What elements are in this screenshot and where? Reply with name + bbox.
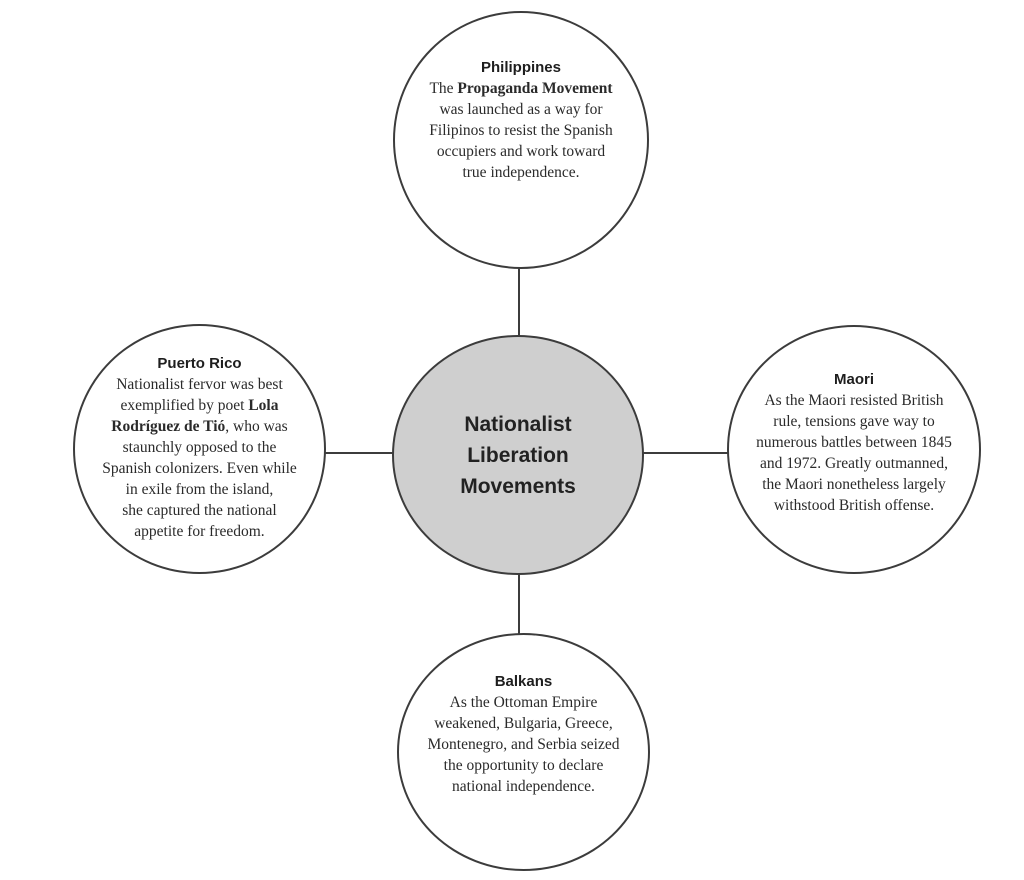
body-line: Spanish colonizers. Even while (102, 459, 297, 477)
node-philippines: Philippines The Propaganda Movement was l… (393, 11, 649, 269)
body-line: in exile from the island, (125, 480, 274, 498)
body-line: exemplified by poet Lola (120, 396, 279, 414)
body-line: appetite for freedom. (134, 522, 265, 540)
node-title: Balkans (494, 673, 553, 690)
body-line: staunchly opposed to the (122, 438, 277, 456)
node-body: Nationalist fervor was best exemplified b… (102, 374, 297, 542)
body-line: national independence. (452, 778, 595, 795)
center-title: Nationalist Liberation Movements (460, 412, 576, 498)
body-line: Filipinos to resist the Spanish (429, 122, 613, 139)
node-puerto-rico: Puerto Rico Nationalist fervor was best e… (73, 324, 326, 574)
body-line: she captured the national (122, 501, 277, 519)
body-line: As the Ottoman Empire (449, 694, 598, 711)
node-body: As the Ottoman Empire weakened, Bulgaria,… (428, 692, 620, 797)
node-maori: Maori As the Maori resisted British rule,… (727, 325, 981, 574)
bold-term: Lola (248, 396, 279, 414)
body-line: true independence. (462, 164, 580, 181)
body-line: the Maori nonetheless largely (762, 476, 946, 493)
body-line: and 1972. Greatly outmanned, (759, 455, 949, 472)
body-line: The Propaganda Movement (429, 80, 613, 97)
body-line: numerous battles between 1845 (756, 434, 952, 451)
body-line: As the Maori resisted British (764, 392, 944, 409)
bold-term: Propaganda Movement (457, 80, 613, 97)
body-line: rule, tensions gave way to (773, 413, 935, 430)
node-body: As the Maori resisted British rule, tensi… (756, 390, 952, 516)
node-title: Maori (833, 371, 874, 388)
body-line: Rodríguez de Tió, who was (111, 417, 288, 435)
body-line: withstood British offense. (773, 497, 935, 514)
node-balkans: Balkans As the Ottoman Empire weakened, B… (397, 633, 650, 871)
body-line: the opportunity to declare (443, 757, 604, 774)
node-title: Philippines (480, 59, 561, 76)
body-line: weakened, Bulgaria, Greece, (434, 715, 613, 732)
node-title: Puerto Rico (157, 354, 242, 372)
bold-term: Rodríguez de Tió (111, 417, 226, 435)
body-line: Montenegro, and Serbia seized (427, 736, 620, 753)
body-line: occupiers and work toward (436, 143, 606, 160)
body-line: was launched as a way for (439, 101, 603, 118)
node-body: The Propaganda Movement was launched as a… (429, 78, 612, 183)
center-node: Nationalist Liberation Movements (392, 335, 644, 575)
body-line: Nationalist fervor was best (116, 375, 283, 393)
